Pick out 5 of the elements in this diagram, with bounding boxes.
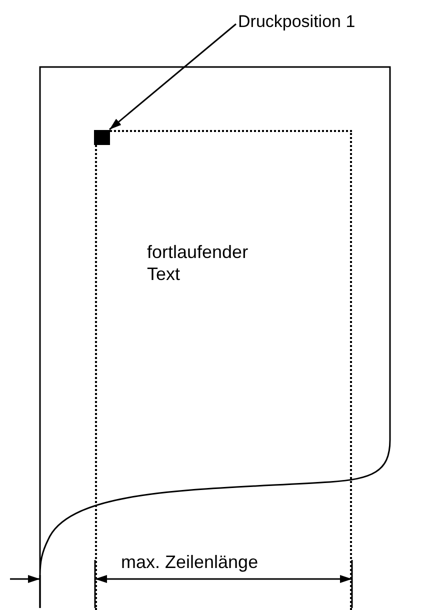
callout-label: Druckposition 1 (238, 12, 428, 36)
leader-line (109, 23, 236, 130)
area-label: fortlaufender Text (147, 242, 250, 286)
dimension-label: max. Zeilenlänge (121, 552, 258, 574)
print-position-marker (94, 130, 110, 144)
